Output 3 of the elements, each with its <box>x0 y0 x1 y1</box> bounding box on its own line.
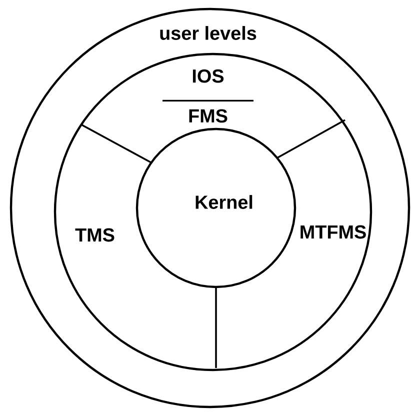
sector-label: IOS FMS <box>162 69 254 123</box>
sector-label: MTFMS <box>300 225 366 239</box>
sector-label: TMS <box>75 228 114 242</box>
